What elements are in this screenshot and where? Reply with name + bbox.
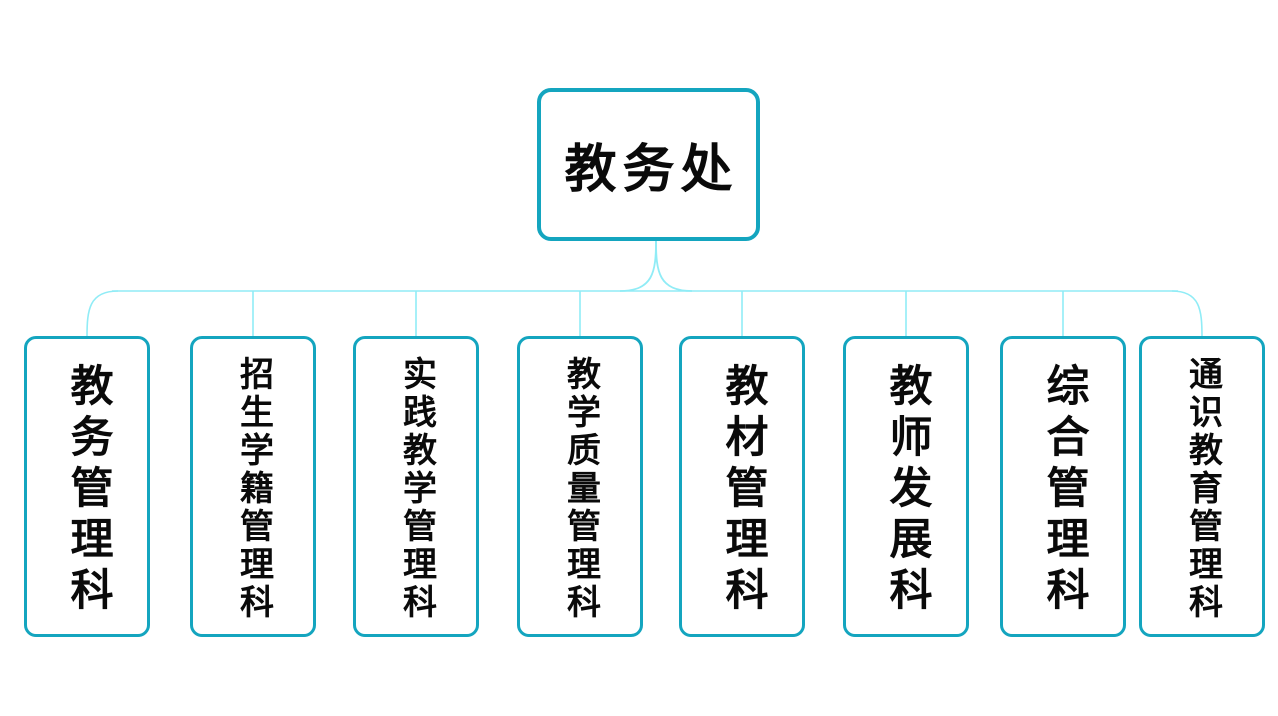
- org-node-root[interactable]: 教务处: [537, 88, 760, 241]
- org-node-jiaoxue-zhiliang[interactable]: 教学质量管理科: [517, 336, 643, 637]
- org-node-label: 教务管理科: [64, 363, 111, 618]
- org-node-zonghe-guanli[interactable]: 综合管理科: [1000, 336, 1126, 637]
- org-node-label: 通识教育管理科: [1183, 355, 1221, 622]
- org-node-root-label: 教务处: [564, 142, 739, 199]
- org-node-label: 教师发展科: [883, 363, 930, 618]
- org-node-jiaocai-guanli[interactable]: 教材管理科: [679, 336, 805, 637]
- org-node-shijian-jiaoxue[interactable]: 实践教学管理科: [353, 336, 479, 637]
- org-node-jiaowu-guanli[interactable]: 教务管理科: [24, 336, 150, 637]
- org-node-label: 综合管理科: [1040, 363, 1087, 618]
- org-node-tongshi-jiaoyu[interactable]: 通识教育管理科: [1139, 336, 1265, 637]
- org-node-label: 实践教学管理科: [397, 355, 435, 622]
- org-node-label: 招生学籍管理科: [234, 355, 272, 622]
- org-node-label: 教学质量管理科: [561, 355, 599, 622]
- org-node-jiaoshi-fazhan[interactable]: 教师发展科: [843, 336, 969, 637]
- org-node-zhaosheng-xueji[interactable]: 招生学籍管理科: [190, 336, 316, 637]
- connector-end-right: [1171, 290, 1203, 338]
- org-node-label: 教材管理科: [719, 363, 766, 618]
- connector-root-stub-right: [655, 240, 693, 292]
- connector-end-left: [86, 290, 119, 338]
- connector-root-stub-left: [619, 240, 657, 292]
